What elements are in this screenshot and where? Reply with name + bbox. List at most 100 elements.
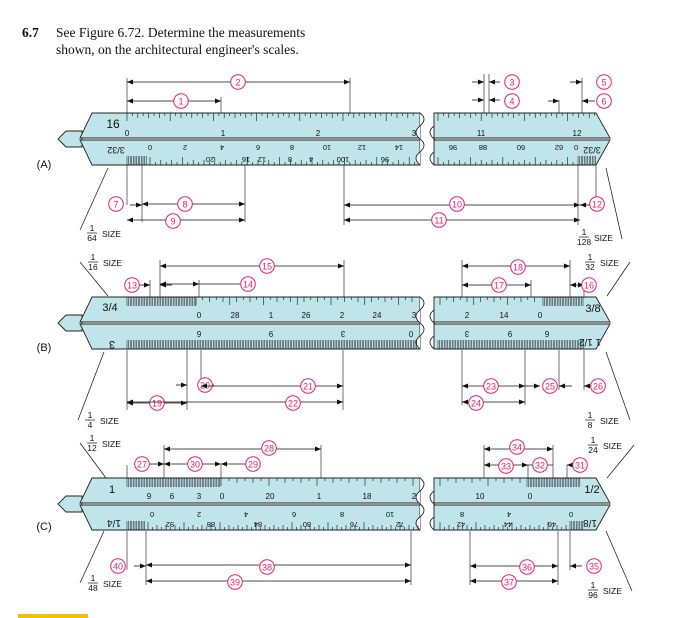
ruler-c-top-number: 3	[197, 492, 202, 501]
callout-circle	[491, 277, 507, 293]
ruler-b-face-3-8: 3/8	[585, 303, 600, 315]
callout-number: 22	[288, 398, 298, 408]
dim-23-arrow-right	[519, 383, 525, 389]
size-label-1-32-num: 1	[588, 252, 593, 262]
callout-number: 8	[182, 199, 187, 209]
ruler-a-bot-right-number: 96	[449, 143, 457, 152]
ruler-c-top-right-number: 0	[528, 492, 533, 501]
callout-number: 33	[501, 461, 511, 471]
ruler-a-top-number: 3	[412, 129, 417, 138]
ruler-c-face-1-8: 1/8	[583, 517, 597, 528]
size-label-1-4-word: SIZE	[100, 416, 119, 426]
ruler-a-bot-number: 12	[358, 143, 366, 152]
callout-40: 40	[110, 558, 126, 574]
dim-28-arrow-right	[315, 446, 321, 452]
dim-6-a2	[582, 98, 588, 104]
callout-number: 5	[601, 77, 606, 87]
ruler-c-bot-right-number: 0	[569, 510, 573, 519]
ruler-c-bot-number: 4	[244, 510, 248, 519]
leader-1-16	[79, 261, 109, 297]
ruler-a-face-16: 16	[106, 117, 120, 131]
callout-14: 14	[240, 276, 256, 292]
ruler-c-bot-right-number: 8	[460, 510, 464, 519]
ruler-b-face-3: 3	[109, 338, 115, 350]
size-label-1-128-den: 128	[577, 237, 591, 247]
dim-28-arrow-left	[164, 446, 170, 452]
problem-text-line1: See Figure 6.72. Determine the measureme…	[56, 25, 306, 40]
size-label-1-48-den: 48	[88, 583, 98, 593]
ruler-c-bot-number: 80	[303, 520, 311, 529]
dim-12-a	[580, 202, 586, 208]
size-label-1-8-word: SIZE	[600, 416, 619, 426]
dim-37-arrow-right	[552, 578, 558, 584]
callout-number: 14	[243, 279, 253, 289]
ruler-a-bot-number: 10	[323, 143, 331, 152]
callout-1: 1	[173, 93, 189, 109]
size-label-1-16-den: 16	[88, 262, 98, 272]
callout-number: 40	[113, 561, 123, 571]
callout-circle	[586, 558, 602, 574]
problem-text-line2: shown, on the architectural engineer's s…	[56, 42, 299, 57]
callout-number: 38	[262, 562, 272, 572]
callout-number: 34	[512, 442, 522, 452]
callout-circle	[227, 574, 243, 590]
ruler-a-bot-number: 0	[148, 143, 152, 152]
callout-circle	[504, 93, 520, 109]
size-label-1-32-den: 32	[585, 262, 595, 272]
ruler-a-bot-number-2: 4	[309, 155, 313, 164]
ruler-b-bot-number: 9	[268, 329, 273, 338]
leader-1-128	[605, 167, 623, 240]
callout-number: 18	[513, 262, 523, 272]
dim-4-a2	[489, 97, 495, 103]
ruler-a-right-top	[433, 112, 611, 139]
section-a-label: (A)	[37, 159, 52, 171]
callout-circle	[510, 259, 526, 275]
dim-2-arrow-left	[127, 79, 133, 85]
callout-circle	[259, 559, 275, 575]
ruler-b-bot-right-number: 3	[464, 329, 469, 338]
dim-7-a	[136, 202, 142, 208]
ruler-a-bot-right-number: 0	[574, 143, 578, 152]
callout-number: 3	[509, 77, 514, 87]
ruler-b-bot-number: 6	[196, 329, 201, 338]
leader-1-24	[606, 444, 635, 479]
ruler-b-break-left	[415, 296, 425, 350]
callout-circle	[501, 574, 517, 590]
ruler-c-top-number: 1	[317, 492, 322, 501]
ruler-c-left-bottom	[79, 504, 421, 531]
size-label-1-64-word: SIZE	[102, 229, 121, 239]
callout-number: 16	[584, 280, 594, 290]
callout-number: 28	[264, 443, 274, 453]
callout-circle	[124, 277, 140, 293]
ruler-c-break-left	[415, 477, 425, 531]
ruler-c-top-number: 9	[147, 492, 152, 501]
callout-37: 37	[501, 574, 517, 590]
callout-17: 17	[491, 277, 507, 293]
callout-circle	[596, 74, 612, 90]
ruler-b-top-right-number: 0	[538, 311, 543, 320]
ruler-b-top-right-number: 2	[465, 311, 470, 320]
callout-number: 37	[504, 577, 514, 587]
ruler-b-left-cap	[57, 314, 83, 332]
ruler-b-top-number: 26	[302, 311, 311, 320]
problem-number: 6.7	[22, 25, 39, 40]
callout-number: 4	[509, 96, 514, 106]
callout-33: 33	[498, 458, 514, 474]
callout-circle	[110, 558, 126, 574]
ruler-a-bot-right-number: 88	[479, 143, 487, 152]
callout-30: 30	[187, 456, 203, 472]
callout-5: 5	[596, 74, 612, 90]
callout-circle	[581, 277, 597, 293]
ruler-b-face-1-1-2: 1 1/2	[578, 336, 601, 347]
ruler-b-bot-right-number: 6	[544, 329, 549, 338]
callout-number: 21	[303, 381, 313, 391]
leader-1-64	[79, 167, 109, 231]
callout-circle	[532, 457, 548, 473]
ruler-c-top-number: 18	[363, 492, 372, 501]
callout-circle	[108, 196, 124, 212]
callout-number: 13	[127, 280, 137, 290]
ruler-c-bot-right-number: 44	[504, 520, 512, 529]
ruler-a-bot-right-number: 60	[517, 143, 525, 152]
